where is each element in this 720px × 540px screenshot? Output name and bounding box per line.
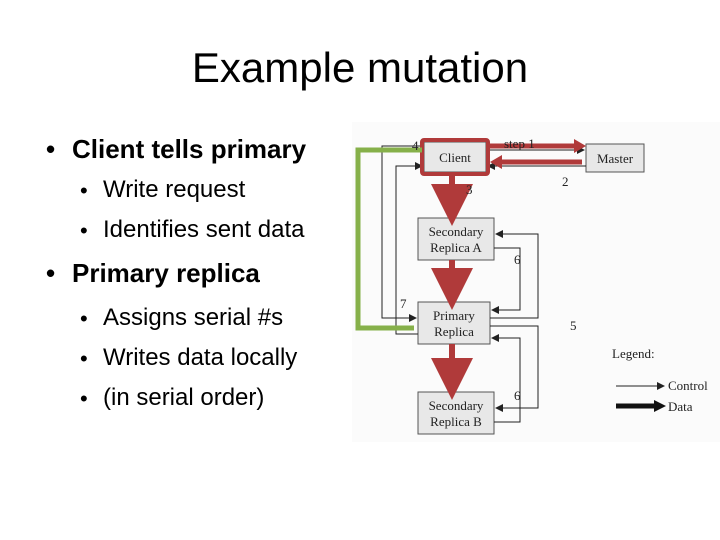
arrow-step7 [395,162,423,335]
bullet-glyph: • [46,134,56,164]
label-step6-b: 6 [514,388,521,403]
legend-title: Legend: [612,346,655,361]
sub-bullet-glyph: • [80,386,88,411]
label-step1: step 1 [504,136,535,151]
sub-bullet-in-serial-order: (in serial order) [103,384,265,411]
label-step5: 5 [570,318,577,333]
legend-data-arrow-head [654,400,666,412]
primary-label-2: Replica [434,324,474,339]
bullet-glyph: • [46,258,56,288]
sub-bullet-glyph: • [80,218,88,243]
green-highlight-client-to-primary [355,147,422,331]
label-step6-a: 6 [514,252,521,267]
label-step2: 2 [562,174,569,189]
sub-bullet-glyph: • [80,178,88,203]
highlight-step2-head [490,155,502,169]
sub-bullet-glyph: • [80,306,88,331]
secondary-replica-b-box [417,391,495,435]
label-step7: 7 [400,296,407,311]
secondary-b-label-2: Replica B [430,414,482,429]
master-box [585,143,645,173]
secondary-b-label-1: Secondary [429,398,484,413]
master-label: Master [597,151,634,166]
arrow-step6-b [491,334,521,423]
primary-replica-box [417,301,491,345]
legend-data-label: Data [668,399,693,414]
arrow-step6-a [491,247,521,314]
legend-control-label: Control [668,378,708,393]
bullet-client-tells-primary: Client tells primary [72,134,307,164]
sub-bullet-writes-data-locally: Writes data locally [103,344,298,371]
label-step4: 4 [412,138,419,153]
arrow-step5-a [490,230,539,319]
arrow-step5-b [490,325,539,412]
sub-bullet-assigns-serial: Assigns serial #s [103,304,284,331]
sub-bullet-glyph: • [80,346,88,371]
highlight-step1-head [574,139,586,153]
label-step3: 3 [466,182,473,197]
slide-title: Example mutation [191,44,529,91]
secondary-a-label-1: Secondary [429,224,484,239]
sub-bullet-identifies-sent-data: Identifies sent data [103,216,305,243]
secondary-a-label-2: Replica A [430,240,482,255]
arrow-step4 [381,145,424,322]
sub-bullet-write-request: Write request [103,176,246,203]
client-label: Client [439,150,471,165]
mutation-flow-diagram: Client Master Secondary Replica A Primar… [352,122,720,442]
diagram-background [352,122,720,442]
bullet-primary-replica: Primary replica [72,258,260,288]
client-highlight [420,138,490,176]
primary-label-1: Primary [433,308,475,323]
